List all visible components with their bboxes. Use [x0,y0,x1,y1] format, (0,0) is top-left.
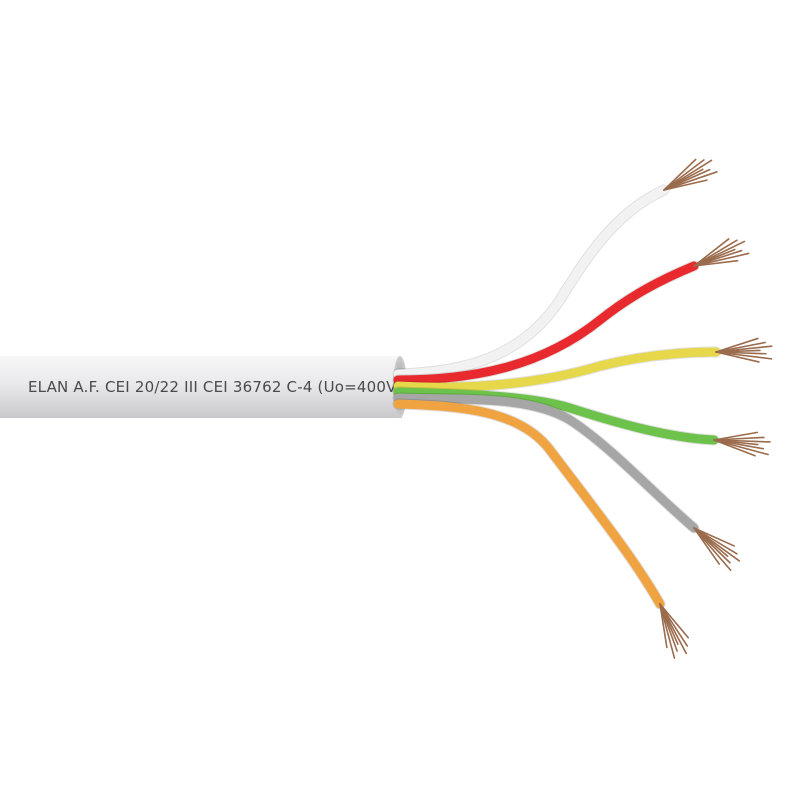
cable-cores [392,158,773,659]
core-red [392,238,750,386]
copper-strand [693,259,739,267]
core-grey-insulation [393,393,699,533]
copper-strand [715,337,759,353]
core-white [392,158,718,380]
core-yellow-insulation [393,347,721,392]
core-orange [392,398,690,659]
copper-strand [693,238,730,267]
core-white-insulation [393,185,669,379]
core-red-strands [693,238,750,267]
core-green-strands [713,431,771,457]
core-white-strands [663,158,718,191]
copper-strand [693,527,735,547]
copper-strand [659,603,690,639]
copper-strand [693,527,732,572]
copper-strand [663,171,718,191]
core-yellow [392,337,773,393]
copper-strand [693,249,743,267]
core-yellow-strands [715,337,773,363]
copper-strand [663,158,697,191]
copper-strand [715,351,760,363]
copper-strand [713,431,759,441]
core-grey [392,392,741,572]
cable-jacket: ELAN A.F. CEI 20/22 III CEI 36762 C-4 (U… [0,356,407,418]
copper-strand [715,351,773,360]
copper-strand [659,603,676,659]
core-orange-insulation [393,399,665,609]
copper-strand [713,439,769,456]
copper-strand [663,179,708,191]
copper-strand [693,527,721,565]
jacket-printed-text: ELAN A.F. CEI 20/22 III CEI 36762 C-4 (U… [28,378,403,396]
copper-strand [693,252,750,267]
core-green-insulation [393,387,719,445]
core-red-insulation [393,261,699,385]
core-orange-strands [659,603,690,659]
core-grey-outline [392,392,700,534]
copper-strand [659,603,668,649]
copper-strand [713,439,756,457]
core-green [392,386,771,457]
core-grey-strands [693,527,741,572]
